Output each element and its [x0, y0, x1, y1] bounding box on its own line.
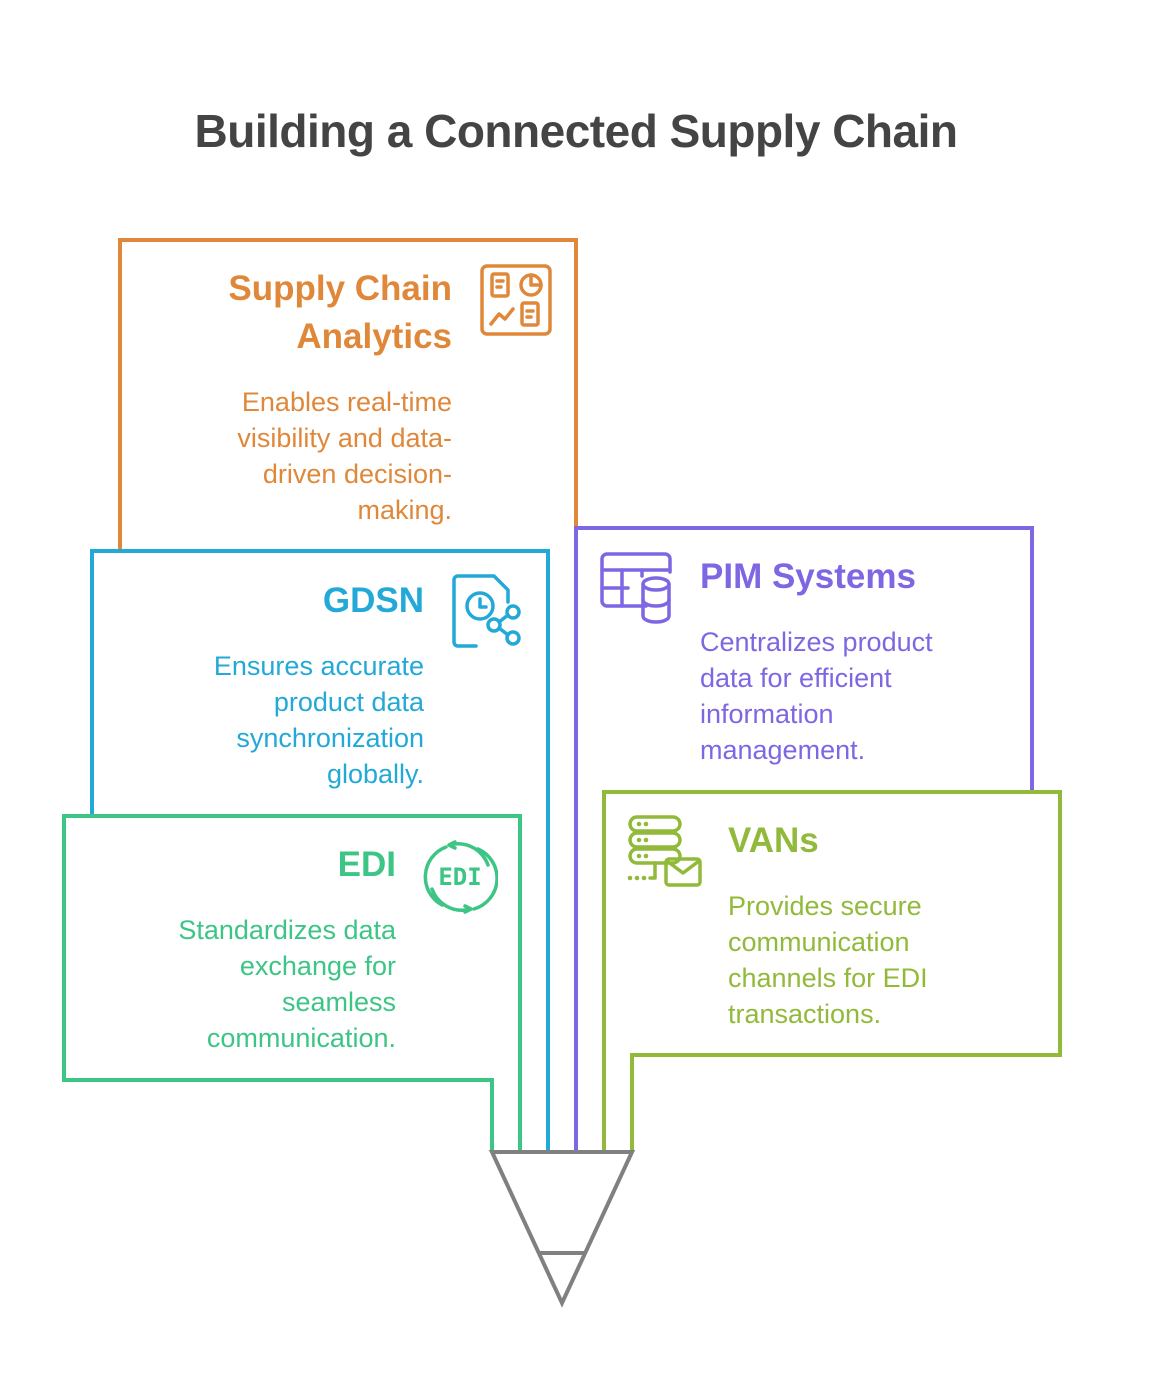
description-line: management.: [700, 735, 866, 765]
description-line: communication.: [206, 1023, 396, 1053]
analytics-title: Supply Chain Analytics: [150, 265, 452, 361]
description-line: communication: [728, 927, 910, 957]
funnel-shape: [488, 1150, 636, 1308]
description-line: driven decision-: [262, 459, 452, 489]
edi-description: Standardizes data exchange for seamless …: [94, 912, 396, 1056]
pim-title: PIM Systems: [700, 557, 916, 596]
server-mail-icon: [627, 815, 702, 887]
dashboard-analytics-icon: [480, 264, 552, 336]
analytics-title-line: Supply Chain: [228, 269, 452, 308]
description-line: exchange for: [239, 951, 396, 981]
edi-exchange-icon: EDI: [423, 840, 498, 914]
description-line: data for efficient: [700, 663, 892, 693]
edi-title: EDI: [337, 845, 396, 884]
table-database-icon: [600, 552, 672, 624]
analytics-box-outline: [118, 238, 578, 551]
description-line: Centralizes product: [700, 627, 933, 657]
file-clock-share-icon: [452, 574, 521, 648]
description-line: seamless: [281, 987, 396, 1017]
pim-box-outline: [574, 526, 1034, 1152]
diagram-title: Building a Connected Supply Chain: [194, 105, 958, 157]
analytics-description: Enables real-time visibility and data- d…: [150, 384, 452, 528]
description-line: information: [700, 699, 834, 729]
vans-title: VANs: [728, 821, 819, 860]
vans-box-outline: [602, 790, 1062, 1152]
description-line: Ensures accurate: [213, 651, 424, 681]
description-line: Enables real-time: [241, 387, 452, 417]
description-line: globally.: [326, 759, 424, 789]
description-line: Provides secure: [728, 891, 922, 921]
description-line: transactions.: [728, 999, 882, 1029]
edi-box-outline: [62, 814, 522, 1152]
pim-description: Centralizes product data for efficient i…: [700, 624, 1020, 768]
description-line: product data: [273, 687, 424, 717]
gdsn-box-outline: [90, 549, 550, 1152]
analytics-title-line: Analytics: [296, 317, 452, 356]
description-line: channels for EDI: [728, 963, 928, 993]
edi-icon-text: EDI: [438, 863, 481, 891]
gdsn-title: GDSN: [322, 581, 424, 620]
description-line: making.: [357, 495, 452, 525]
description-line: synchronization: [236, 723, 424, 753]
description-line: Standardizes data: [178, 915, 396, 945]
description-line: visibility and data-: [237, 423, 452, 453]
vans-description: Provides secure communication channels f…: [728, 888, 1048, 1032]
gdsn-description: Ensures accurate product data synchroniz…: [122, 648, 424, 792]
